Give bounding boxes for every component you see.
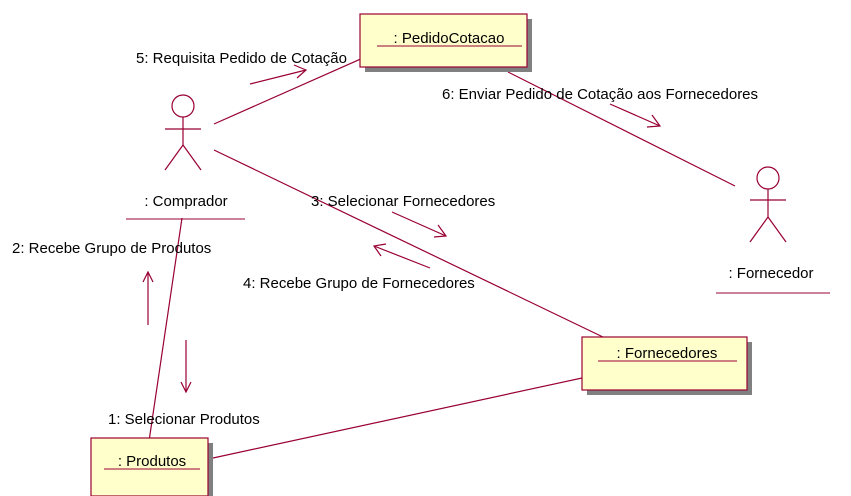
message-2-label: 2: Recebe Grupo de Produtos bbox=[12, 240, 211, 257]
message-4-arrow bbox=[372, 243, 431, 269]
object-pedidocotacao[interactable]: : PedidoCotacao bbox=[359, 13, 532, 72]
message-6-label: 6: Enviar Pedido de Cotação aos Forneced… bbox=[442, 86, 758, 103]
object-produtos[interactable]: : Produtos bbox=[90, 437, 213, 496]
link-produtos-fornecedores bbox=[212, 377, 583, 459]
object-produtos-label: : Produtos bbox=[118, 453, 186, 470]
actor-fornecedor[interactable]: : Fornecedor bbox=[716, 166, 830, 294]
message-2-arrow bbox=[142, 270, 154, 325]
actor-comprador[interactable]: : Comprador bbox=[126, 94, 245, 220]
message-5-label: 5: Requisita Pedido de Cotação bbox=[136, 50, 347, 67]
message-6-arrow bbox=[609, 103, 662, 128]
object-pedidocotacao-label: : PedidoCotacao bbox=[394, 30, 505, 47]
actor-fornecedor-label: : Fornecedor bbox=[728, 265, 813, 282]
link-comprador-fornecedores bbox=[213, 149, 606, 339]
message-3-arrow bbox=[391, 211, 448, 238]
message-3-label: 3: Selecionar Fornecedores bbox=[311, 193, 495, 210]
message-4-label: 4: Recebe Grupo de Fornecedores bbox=[243, 275, 475, 292]
link-comprador-produtos bbox=[147, 217, 183, 449]
object-fornecedores[interactable]: : Fornecedores bbox=[581, 336, 752, 395]
message-5-arrow bbox=[249, 64, 308, 85]
object-fornecedores-label: : Fornecedores bbox=[617, 345, 718, 362]
message-1-label: 1: Selecionar Produtos bbox=[108, 411, 260, 428]
link-pedidocotacao-fornecedor bbox=[507, 71, 736, 187]
message-1-arrow bbox=[180, 340, 192, 394]
actor-comprador-label: : Comprador bbox=[144, 193, 227, 210]
